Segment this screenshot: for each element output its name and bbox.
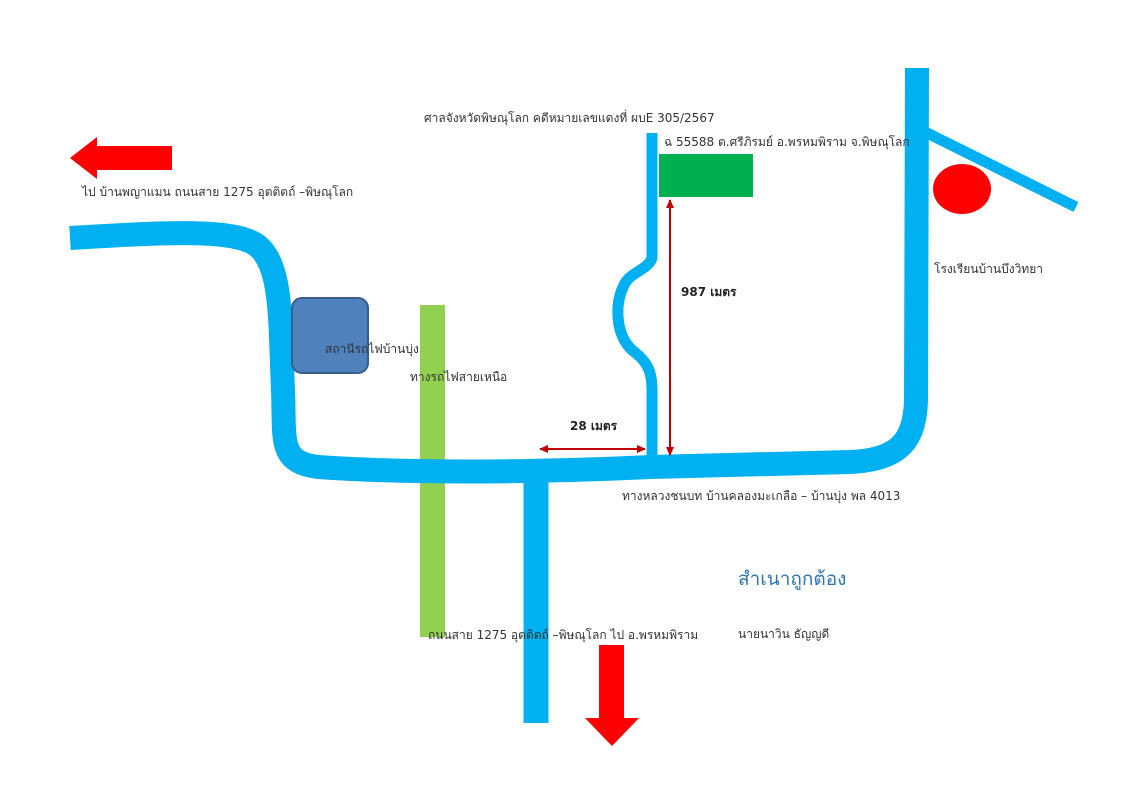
certified-copy-label: สำเนาถูกต้อง [738, 568, 847, 590]
station-building [291, 297, 369, 374]
signer-label: นายนาวิน ธัญญดี [738, 627, 830, 641]
distance-987-label: 987 เมตร [681, 285, 737, 299]
south-highway-label: ถนนสาย 1275 อุตติตถ์ –พิษณุโลก ไป อ.พรหม… [428, 628, 699, 642]
south-arrow [585, 645, 639, 746]
access-lane [612, 133, 658, 458]
court-case-label: ศาลจังหวัดพิษณุโลก คดีหมายเลขแดงที่ ผบE … [424, 111, 715, 125]
school-marker [933, 164, 991, 214]
west-arrow [70, 137, 172, 179]
land-title-label: ฉ 55588 ต.ศรีภิรมย์ อ.พรหมพิราม จ.พิษณุโ… [664, 135, 910, 149]
land-plot [659, 154, 753, 197]
railway-label: ทางรถไฟสายเหนือ [410, 370, 508, 384]
main-road [69, 67, 929, 484]
station-label: สถานีรถไฟบ้านบุ่ง [325, 342, 419, 356]
school-branch-road [918, 125, 1079, 212]
rural-road-label: ทางหลวงชนบท บ้านคลองมะเกลือ – บ้านบุ่ง พ… [622, 489, 901, 503]
distance-28-label: 28 เมตร [570, 419, 618, 433]
west-destination-label: ไป บ้านพญาแมน ถนนสาย 1275 อุตติตถ์ –พิษณ… [82, 185, 354, 199]
school-label: โรงเรียนบ้านบึงวิทยา [934, 262, 1043, 276]
